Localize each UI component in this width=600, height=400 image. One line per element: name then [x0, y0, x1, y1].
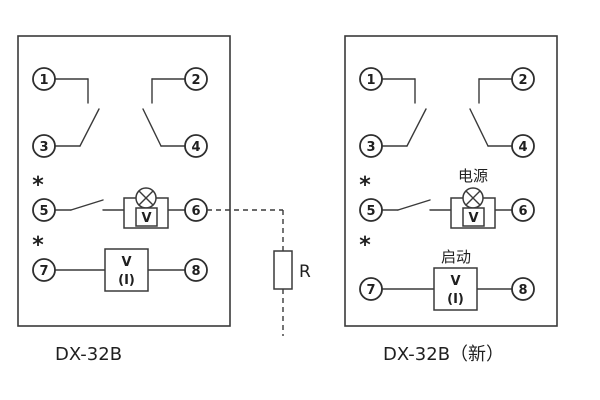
terminal-1-label: 1: [39, 73, 48, 88]
vi-element-label-v: V: [450, 274, 460, 289]
terminal-1-label: 1: [366, 73, 375, 88]
start-label: 启动: [441, 248, 471, 266]
vi-element-label-i: (I): [118, 273, 135, 288]
voltage-element-box: [135, 207, 158, 227]
switch-blade: [70, 199, 104, 211]
voltage-element-label: V: [468, 211, 478, 226]
terminal-2-circle: [511, 67, 535, 91]
terminal-6-label: 6: [191, 204, 200, 219]
terminal-5-circle: [32, 198, 56, 222]
external-resistor: R: [207, 209, 311, 336]
switch-blade: [79, 108, 100, 147]
terminal-4-circle: [184, 134, 208, 158]
diagram-dx32b-new: 电源 V 启动 V (I) * * 1 2 3 4 5 6: [344, 35, 558, 365]
terminal-7-label: 7: [366, 283, 375, 298]
terminal-8-label: 8: [191, 264, 200, 279]
terminal-2-label: 2: [191, 73, 200, 88]
terminal-8-circle: [184, 258, 208, 282]
vi-element-box: [104, 248, 149, 292]
terminal-2-label: 2: [518, 73, 527, 88]
terminal-3-label: 3: [39, 140, 48, 155]
star-mark: *: [359, 173, 371, 198]
star-mark: *: [32, 173, 44, 198]
power-label: 电源: [458, 167, 488, 185]
voltage-element-label: V: [141, 211, 151, 226]
resistor-label: R: [299, 262, 311, 282]
terminal-2-circle: [184, 67, 208, 91]
voltage-element-box: [462, 207, 485, 227]
terminal-4-label: 4: [518, 140, 527, 155]
enclosure-border: [17, 35, 231, 327]
vi-element-box: [433, 267, 478, 311]
terminal-6-label: 6: [518, 204, 527, 219]
terminal-5-label: 5: [39, 204, 48, 219]
switch-blade: [469, 108, 489, 147]
resistor-body: [273, 250, 293, 290]
vi-element-label-v: V: [121, 255, 131, 270]
caption-right: DX-32B（新）: [383, 344, 504, 365]
terminal-5-label: 5: [366, 204, 375, 219]
switch-blade: [142, 108, 162, 147]
terminal-7-circle: [359, 277, 383, 301]
terminal-1-circle: [32, 67, 56, 91]
enclosure-border: [344, 35, 558, 327]
switch-blade: [406, 108, 427, 147]
terminal-1-circle: [359, 67, 383, 91]
terminal-3-circle: [359, 134, 383, 158]
terminal-4-circle: [511, 134, 535, 158]
lamp-x-icon: [138, 190, 154, 206]
terminal-6-circle: [511, 198, 535, 222]
terminal-8-label: 8: [518, 283, 527, 298]
star-mark: *: [359, 233, 371, 258]
terminal-8-circle: [511, 277, 535, 301]
terminal-5-circle: [359, 198, 383, 222]
vi-element-label-i: (I): [447, 292, 464, 307]
star-mark: *: [32, 233, 44, 258]
terminal-7-label: 7: [39, 264, 48, 279]
terminal-3-label: 3: [366, 140, 375, 155]
switch-blade: [397, 199, 431, 211]
terminal-7-circle: [32, 258, 56, 282]
diagram-dx32b: V V (I) * * 1 2 3 4 5 6 7 8 DX-32B: [17, 35, 231, 365]
terminal-4-label: 4: [191, 140, 200, 155]
terminal-3-circle: [32, 134, 56, 158]
caption-left: DX-32B: [55, 344, 122, 365]
lamp-x-icon: [465, 190, 481, 206]
